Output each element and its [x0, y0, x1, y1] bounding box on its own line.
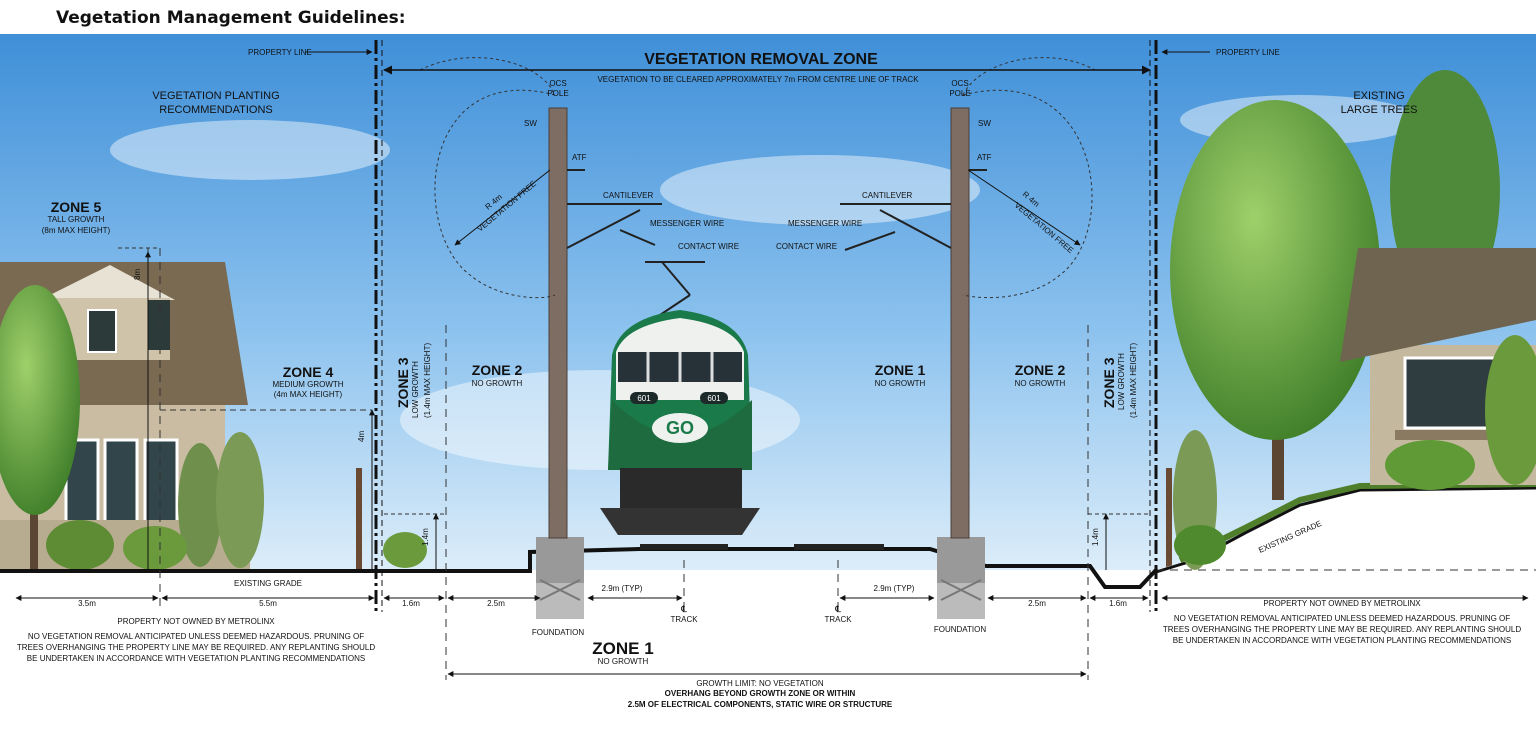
left-note-2: TREES OVERHANGING THE PROPERTY LINE MAY … [17, 643, 376, 652]
contact-label-right: CONTACT WIRE [776, 242, 837, 251]
left-trees [0, 285, 427, 570]
height-1-4m-left: 1.4m [421, 528, 430, 546]
zone5-title: ZONE 5 [51, 199, 102, 215]
radius-arrow-left [454, 169, 551, 246]
height-1-4m-right: 1.4m [1091, 528, 1100, 546]
pnom-left: PROPERTY NOT OWNED BY METROLINX [117, 617, 275, 626]
radius-arrow-right [967, 169, 1081, 246]
height-4m: 4m [357, 431, 366, 442]
zone1-right-title: ZONE 1 [875, 362, 926, 378]
zone3-right-sub2: (1.4m MAX HEIGHT) [1129, 343, 1138, 418]
dim-1-6m-right: 1.6m [1109, 599, 1127, 608]
height-8m: 8m [133, 269, 142, 280]
zone4-sub1: MEDIUM GROWTH [272, 380, 343, 389]
train-number-right: 601 [707, 394, 721, 403]
rail-left [640, 544, 728, 550]
bottom-dimensions [15, 595, 1529, 677]
pnom-right: PROPERTY NOT OWNED BY METROLINX [1263, 599, 1421, 608]
left-note-3: BE UNDERTAKEN IN ACCORDANCE WITH VEGETAT… [27, 654, 365, 663]
go-logo: GO [666, 418, 694, 438]
zone3-left-sub1: LOW GROWTH [411, 361, 420, 418]
zone4-sub2: (4m MAX HEIGHT) [274, 390, 343, 399]
zone2-right-title: ZONE 2 [1015, 362, 1066, 378]
zone5-sub2: (8m MAX HEIGHT) [42, 226, 111, 235]
track-label-left: TRACK [670, 615, 698, 624]
zone4-title: ZONE 4 [283, 364, 334, 380]
ocs-label-right-2: POLE [949, 89, 970, 98]
sw-label-right: SW [978, 119, 991, 128]
zone1-bottom-title: ZONE 1 [592, 639, 653, 658]
page-title: Vegetation Management Guidelines: [56, 8, 406, 28]
foundation-label-left: FOUNDATION [532, 628, 585, 637]
cantilever-right [840, 169, 987, 251]
overhang-label-1: OVERHANG BEYOND GROWTH ZONE OR WITHIN [665, 689, 856, 698]
dim-2-5m-left: 2.5m [487, 599, 505, 608]
right-note-1: NO VEGETATION REMOVAL ANTICIPATED UNLESS… [1174, 614, 1510, 623]
right-fence [1166, 468, 1172, 570]
ocs-pole-right [950, 107, 970, 539]
vegetation-free-zone-right [962, 89, 1093, 299]
property-line-left-label: PROPERTY LINE [248, 48, 312, 57]
growth-limit-label: GROWTH LIMIT: NO VEGETATION [696, 679, 823, 688]
zone5-sub1: TALL GROWTH [48, 215, 105, 224]
atf-label-right: ATF [977, 153, 992, 162]
contact-label-left: CONTACT WIRE [678, 242, 739, 251]
dim-2-9m-left: 2.9m (TYP) [602, 584, 643, 593]
cantilever-label-left: CANTILEVER [603, 191, 653, 200]
right-small-tree [1485, 335, 1536, 485]
right-bush [1174, 525, 1226, 565]
dim-2-5m-right: 2.5m [1028, 599, 1046, 608]
zone3-right-sub1: LOW GROWTH [1117, 353, 1126, 410]
dim-3-5m: 3.5m [78, 599, 96, 608]
foundation-label-right: FOUNDATION [934, 625, 987, 634]
dim-5-5m: 5.5m [259, 599, 277, 608]
vrz-label: VEGETATION REMOVAL ZONE [644, 51, 878, 68]
sw-label-left: SW [524, 119, 537, 128]
atf-label-left: ATF [572, 153, 587, 162]
pantograph [645, 261, 705, 316]
ocs-label-right-1: OCS [951, 79, 968, 88]
dim-2-9m-right: 2.9m (TYP) [874, 584, 915, 593]
cantilever-left [566, 169, 662, 249]
right-note-3: BE UNDERTAKEN IN ACCORDANCE WITH VEGETAT… [1173, 636, 1511, 645]
left-fence [356, 468, 362, 570]
track-label-right: TRACK [824, 615, 852, 624]
property-line-right-label: PROPERTY LINE [1216, 48, 1280, 57]
overhang-label-2: 2.5M OF ELECTRICAL COMPONENTS, STATIC WI… [628, 700, 893, 709]
left-note-1: NO VEGETATION REMOVAL ANTICIPATED UNLESS… [28, 632, 364, 641]
zone1-right-sub: NO GROWTH [875, 379, 926, 388]
foundation-right [937, 537, 985, 619]
planting-label-1: VEGETATION PLANTING [152, 90, 279, 102]
zone1-bottom-sub: NO GROWTH [598, 657, 649, 666]
zone2-right-sub: NO GROWTH [1015, 379, 1066, 388]
track-c-right: ℄ [834, 604, 841, 614]
zone2-left-sub: NO GROWTH [472, 379, 523, 388]
train-number-left: 601 [637, 394, 651, 403]
messenger-label-right: MESSENGER WIRE [788, 219, 862, 228]
planting-label-2: RECOMMENDATIONS [159, 104, 272, 116]
dim-1-6m-left: 1.6m [402, 599, 420, 608]
existing-trees-label-1: EXISTING [1353, 90, 1404, 102]
existing-trees-label-2: LARGE TREES [1341, 104, 1418, 116]
ocs-label-left-2: POLE [547, 89, 568, 98]
zone3-left-title: ZONE 3 [395, 357, 411, 408]
right-shrub [1385, 440, 1475, 490]
cantilever-label-right: CANTILEVER [862, 191, 912, 200]
ocs-pole-left [548, 107, 568, 539]
vegetation-free-zone-left [434, 89, 556, 299]
go-train: GO 601 601 [600, 310, 760, 535]
foundation-left [536, 537, 584, 619]
vrz-sub-label: VEGETATION TO BE CLEARED APPROXIMATELY 7… [597, 75, 919, 84]
track-c-left: ℄ [680, 604, 687, 614]
right-hill [1156, 488, 1536, 734]
right-note-2: TREES OVERHANGING THE PROPERTY LINE MAY … [1163, 625, 1522, 634]
existing-grade-label: EXISTING GRADE [234, 579, 302, 588]
messenger-label-left: MESSENGER WIRE [650, 219, 724, 228]
rail-right [794, 544, 884, 550]
zone2-left-title: ZONE 2 [472, 362, 523, 378]
zone3-right-title: ZONE 3 [1101, 357, 1117, 408]
zone3-left-sub2: (1.4m MAX HEIGHT) [423, 343, 432, 418]
ocs-label-left-1: OCS [549, 79, 566, 88]
